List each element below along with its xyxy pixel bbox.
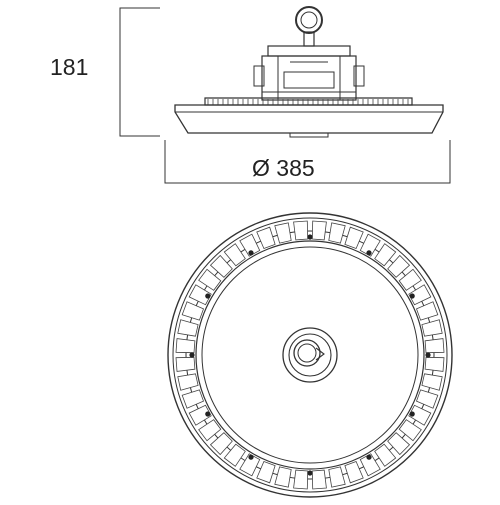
heat-sink-segment [175,338,196,354]
screw-dot [425,352,431,358]
screw-dot [409,293,415,299]
heat-sink-segment [188,404,212,426]
heat-sink-segment [274,466,292,488]
heat-sink-segment [181,301,205,321]
center-hub [282,327,338,383]
screw-dot [205,293,211,299]
diameter-dimension-bracket [164,140,451,184]
heat-sink-segment [415,389,439,409]
bottom-view [167,212,453,498]
heat-sink-segment [209,254,233,278]
heat-sink-segment [311,469,327,490]
heat-sink-segment [293,220,309,241]
heat-sink-segment [387,432,411,456]
screw-dot [409,411,415,417]
heat-sink-segment [374,443,397,467]
heat-sink-segment [328,466,346,488]
heat-sink-segment [256,460,276,484]
heat-sink-segment [374,243,397,267]
heat-sink-segment [223,243,246,267]
screw-dot [189,352,195,358]
screw-dot [366,250,372,256]
screw-dot [307,470,313,476]
heat-sink-segment [421,373,443,391]
height-dimension-bracket [119,7,160,137]
luminaire-body [174,104,444,134]
diameter-dimension: Ø 385 [164,140,451,184]
heat-sink-segment [415,301,439,321]
height-label: 181 [50,54,88,80]
heat-sink-segment [181,389,205,409]
heat-sink-segment [328,222,346,244]
heat-sink-segment [198,419,222,442]
heat-sink-segment [198,268,222,291]
heat-sink-segment [398,419,422,442]
heat-sink-segment [274,222,292,244]
heat-sink-segment [175,356,196,372]
screw-dot [307,234,313,240]
heat-sink-segment [359,453,381,477]
lens-area [201,246,419,464]
heat-sink-segments [175,220,445,490]
heat-sink-segment [239,233,261,257]
mounting-screws [189,234,431,476]
heat-sink-segment [421,319,443,337]
screw-dot [248,250,254,256]
outer-rim [167,212,453,498]
heat-sink-segment [293,469,309,490]
heat-sink-segment [256,226,276,250]
heat-sink-segment [424,338,445,354]
heat-sink-segment [344,460,364,484]
screw-dot [205,411,211,417]
heat-sink-segment [177,373,199,391]
heat-sink-segment [177,319,199,337]
screw-dot [366,454,372,460]
heat-sink-segment [209,432,233,456]
heat-sink-segment [387,254,411,278]
heat-sink-segment [311,220,327,241]
heat-sink-segment [408,284,432,306]
diameter-label: Ø 385 [252,155,315,181]
heat-sink-segment [223,443,246,467]
screw-dot [248,454,254,460]
height-dimension: 181 [50,7,160,137]
heat-sink-segment [424,356,445,372]
lifting-eye-icon [295,6,323,34]
side-view [174,6,444,138]
heat-sink-segment [398,268,422,291]
driver-housing [253,45,365,101]
heat-sink [204,97,413,106]
heat-sink-segment [344,226,364,250]
